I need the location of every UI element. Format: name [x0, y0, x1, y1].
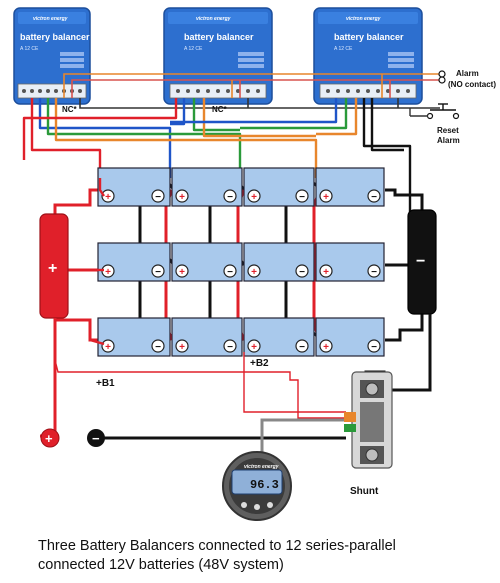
balancer-title: battery balancer: [334, 32, 404, 42]
svg-text:+: +: [251, 267, 257, 278]
negative-busbar-sign: −: [416, 253, 425, 270]
b2-label: +B2: [250, 358, 269, 369]
shunt-label: Shunt: [350, 486, 379, 497]
balancer-rating: A 12 CE: [20, 46, 39, 52]
monitor-brand: victron energy: [244, 464, 279, 470]
caption-line-1: Three Battery Balancers connected to 12 …: [38, 538, 396, 554]
shunt: Shunt: [344, 370, 393, 497]
svg-text:−: −: [371, 342, 377, 353]
reset-button-symbol: Reset Alarm: [409, 103, 460, 145]
svg-text:−: −: [371, 267, 377, 278]
balancer-brand: victron energy: [196, 16, 231, 22]
negative-busbar: −: [384, 188, 437, 392]
balancer-rating: A 12 CE: [334, 46, 353, 52]
battery-monitor: victron energy 96.3: [222, 451, 292, 521]
svg-text:−: −: [371, 192, 377, 203]
svg-text:+: +: [179, 192, 185, 203]
alarm-label: Alarm: [456, 69, 479, 78]
b1-label: +B1: [96, 378, 115, 389]
reset-label: Reset: [437, 126, 459, 135]
main-positive-terminal: +: [40, 428, 60, 448]
svg-text:+: +: [179, 267, 185, 278]
figure-caption: Three Battery Balancers connected to 12 …: [38, 537, 478, 575]
svg-text:−: −: [155, 342, 161, 353]
main-negative-sign: −: [92, 431, 100, 446]
balancer-brand: victron energy: [33, 16, 68, 22]
terminal-leads: [89, 178, 105, 346]
balancer-title: battery balancer: [20, 32, 90, 42]
main-positive-sign: +: [45, 431, 53, 446]
svg-text:+: +: [105, 267, 111, 278]
battery-terminals: [101, 189, 381, 353]
positive-busbar: +: [39, 188, 100, 438]
monitor-readout: 96.3: [250, 478, 279, 492]
svg-text:+: +: [323, 342, 329, 353]
battery-bank: [97, 167, 385, 357]
svg-text:+: +: [105, 342, 111, 353]
alarm-wiring: [63, 73, 440, 109]
svg-text:−: −: [227, 192, 233, 203]
caption-line-2: connected 12V batteries (48V system): [38, 557, 284, 573]
svg-text:−: −: [227, 267, 233, 278]
reset-alarm-label: Alarm: [437, 136, 460, 145]
svg-text:+: +: [179, 342, 185, 353]
balancer-unit-3: victron energy battery balancer A 12 CE: [313, 7, 423, 105]
svg-text:+: +: [323, 192, 329, 203]
balancer-unit-1: victron energy battery balancer A 12 CE: [13, 7, 91, 105]
b-sense-lines: [54, 352, 346, 419]
svg-text:−: −: [155, 192, 161, 203]
alarm-terminals: Alarm (NO contact): [438, 69, 496, 89]
sense-wires: [22, 98, 412, 216]
no-contact-label: (NO contact): [448, 80, 496, 89]
svg-text:−: −: [299, 192, 305, 203]
balancer-rating: A 12 CE: [184, 46, 203, 52]
svg-text:+: +: [251, 192, 257, 203]
balancer-title: battery balancer: [184, 32, 254, 42]
svg-text:−: −: [299, 342, 305, 353]
balancer-brand: victron energy: [346, 16, 381, 22]
svg-text:+: +: [323, 267, 329, 278]
svg-text:−: −: [227, 342, 233, 353]
svg-text:+: +: [105, 192, 111, 203]
nc-label-1: NC*: [62, 105, 78, 114]
monitor-cable: [260, 418, 344, 460]
svg-text:+: +: [251, 342, 257, 353]
main-negative-terminal: −: [87, 429, 346, 447]
balancer-unit-2: victron energy battery balancer A 12 CE: [163, 7, 273, 105]
positive-busbar-sign: +: [48, 260, 57, 277]
svg-text:−: −: [299, 267, 305, 278]
nc-label-2: NC*: [212, 105, 228, 114]
terminal-signs: + + + + + + + + + + + + − − − − − − − − − − − −: [105, 192, 377, 353]
svg-text:−: −: [155, 267, 161, 278]
